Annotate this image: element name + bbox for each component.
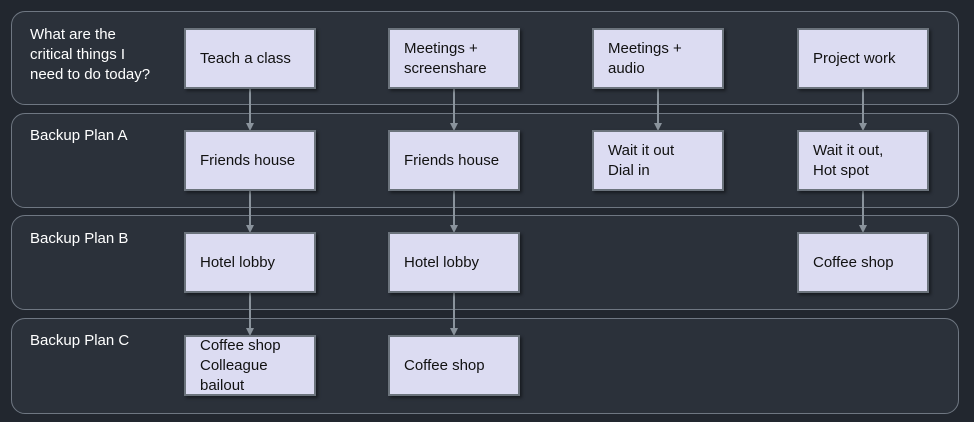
node-project-work: Project work (797, 28, 929, 89)
node-plan-a-wait-dial-in: Wait it out Dial in (592, 130, 724, 191)
lane-label-backup-plan-a: Backup Plan A (30, 127, 128, 144)
node-plan-c-coffee-shop: Coffee shop (388, 335, 520, 396)
node-plan-b-coffee-shop: Coffee shop (797, 232, 929, 293)
node-plan-a-wait-hot-spot: Wait it out, Hot spot (797, 130, 929, 191)
node-plan-b-hotel-lobby: Hotel lobby (184, 232, 316, 293)
lane-label-backup-plan-b: Backup Plan B (30, 230, 129, 247)
node-teach-a-class: Teach a class (184, 28, 316, 89)
node-plan-a-friends-house: Friends house (184, 130, 316, 191)
lane-label-backup-plan-c: Backup Plan C (30, 332, 130, 349)
node-meetings-screenshare: Meetings + screenshare (388, 28, 520, 89)
node-plan-b-hotel-lobby-2: Hotel lobby (388, 232, 520, 293)
node-plan-c-coffee-colleague-bailout: Coffee shop Colleague bailout (184, 335, 316, 396)
node-meetings-audio: Meetings + audio (592, 28, 724, 89)
node-plan-a-friends-house-2: Friends house (388, 130, 520, 191)
lane-label-critical-tasks: What are the critical things I need to d… (30, 26, 151, 83)
